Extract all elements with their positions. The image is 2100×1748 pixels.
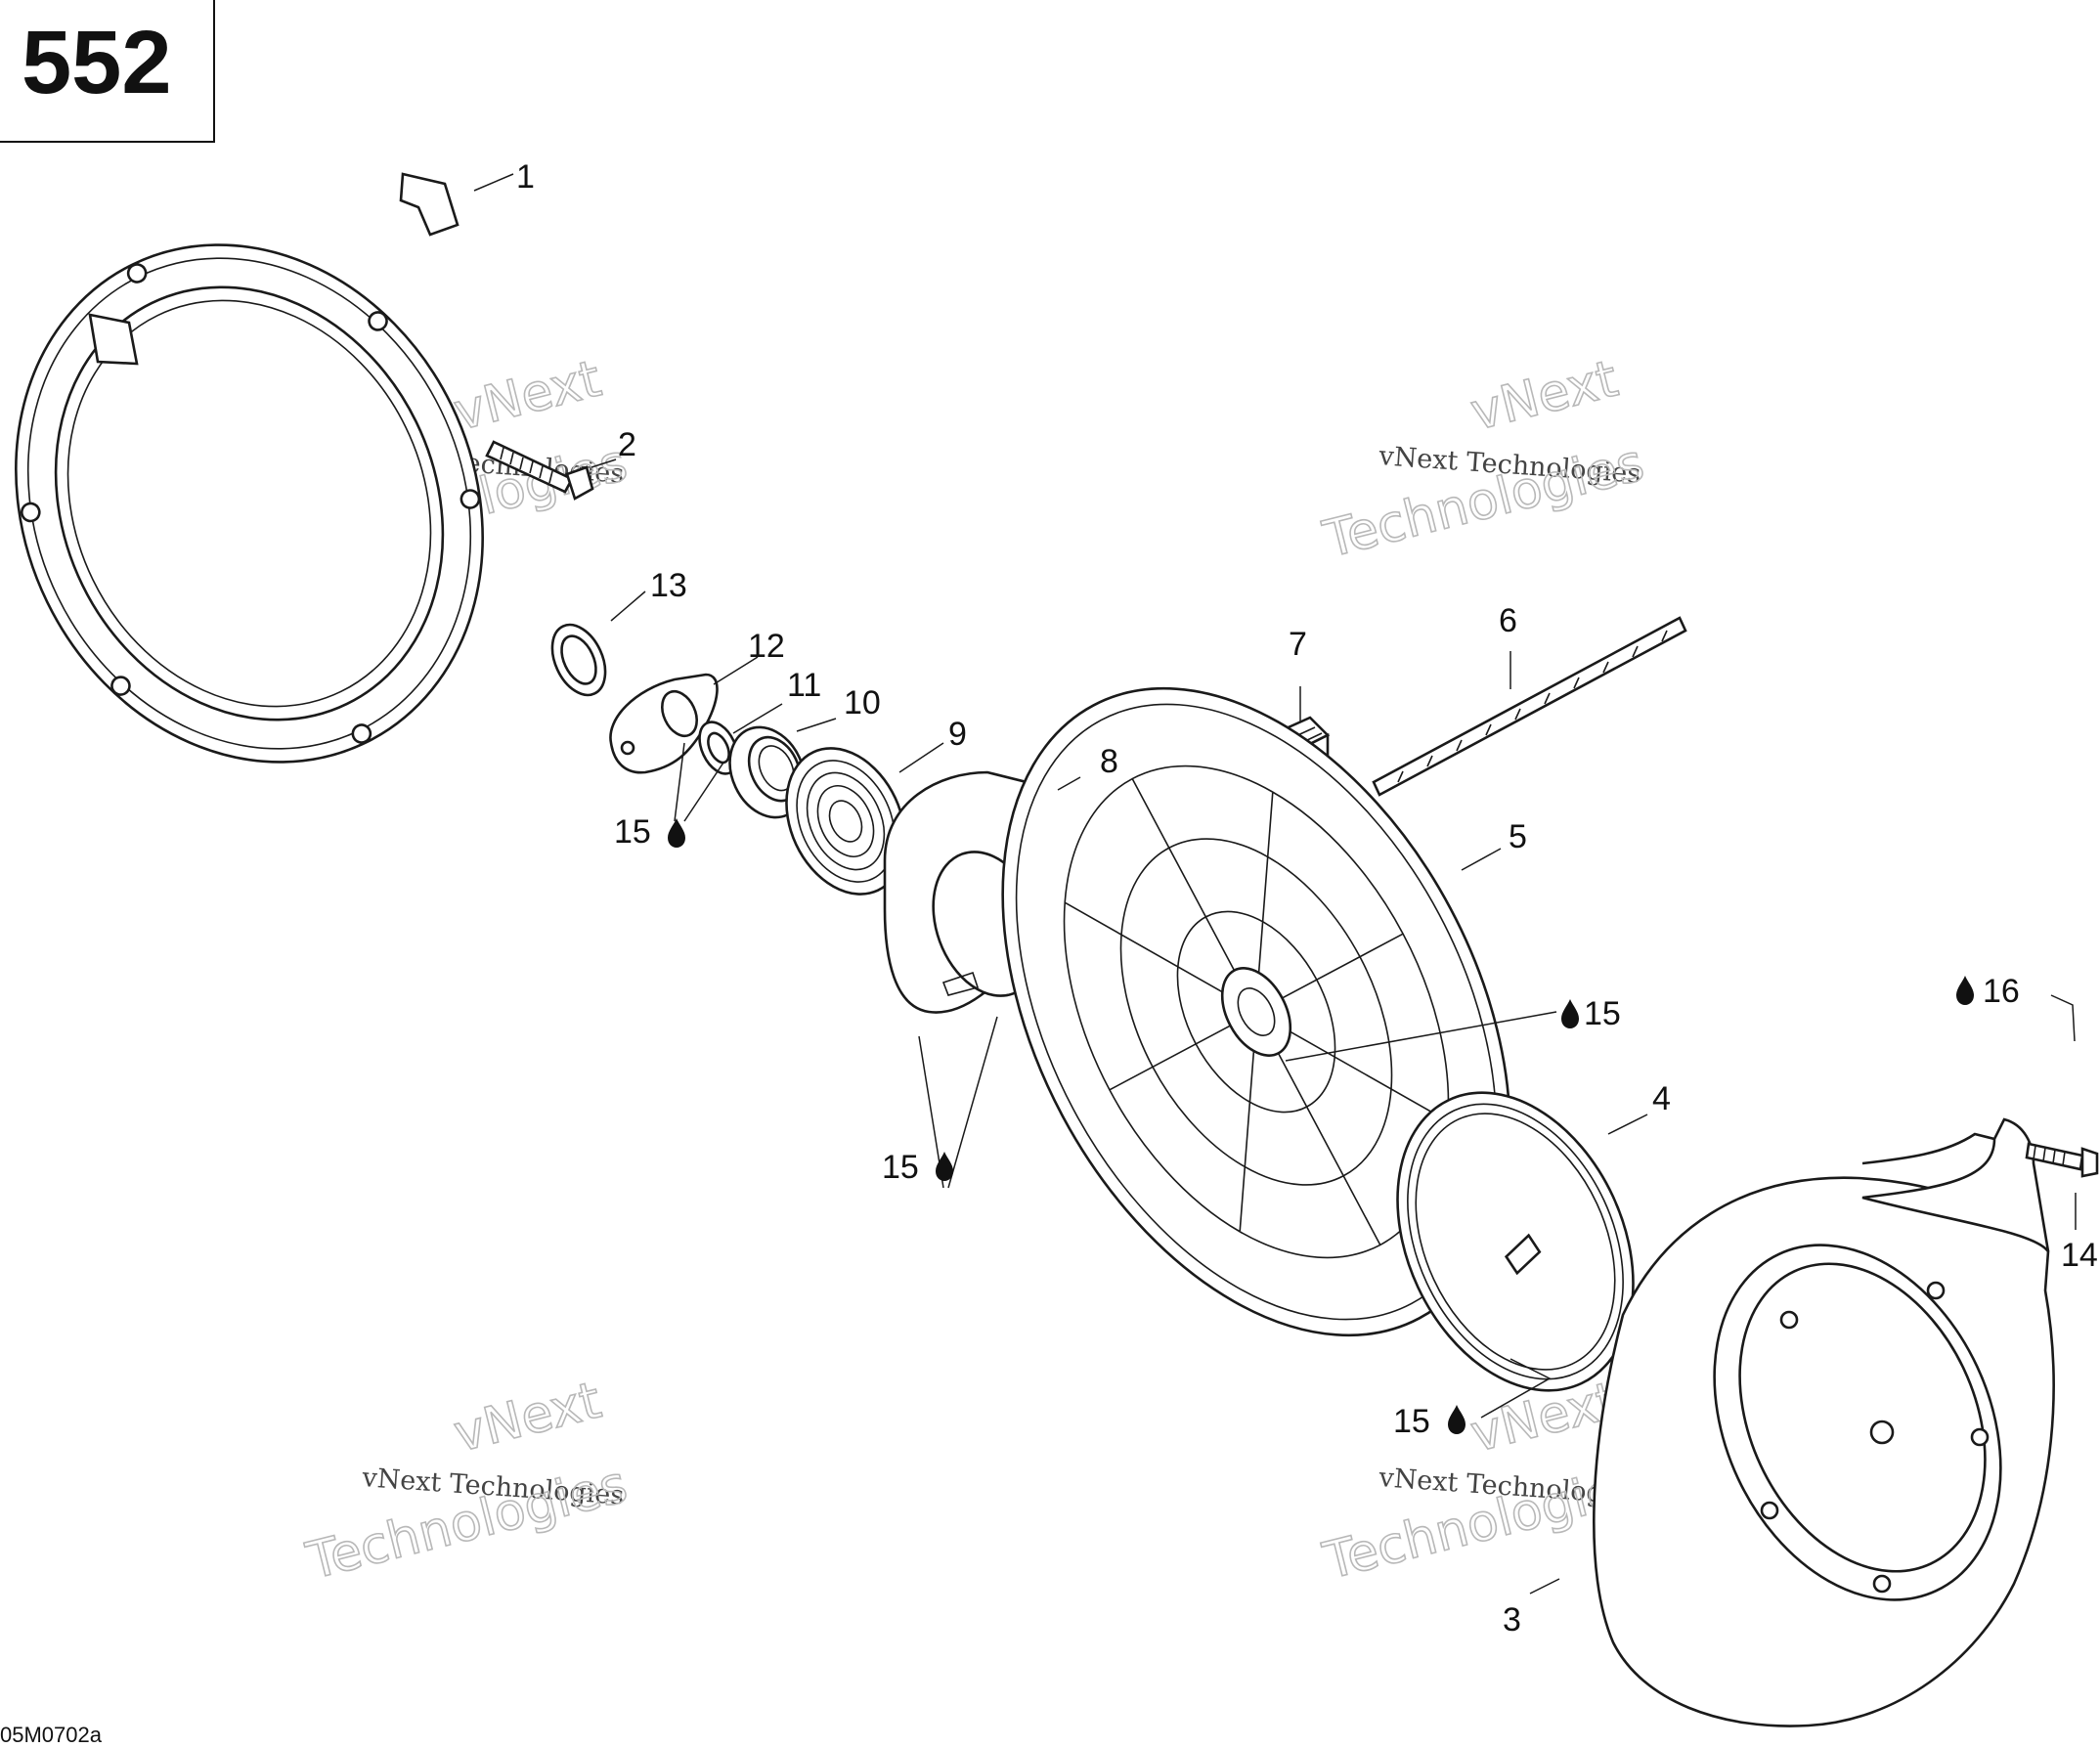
figure-code: 05M0702a <box>0 1723 102 1747</box>
callout-8: 8 <box>1100 743 1118 780</box>
part-2-bolt <box>485 440 594 501</box>
part-5-pulley <box>1001 686 1511 1337</box>
callout-15: 15 <box>1393 1403 1430 1440</box>
part-4-recoil-spring <box>1396 1091 1635 1392</box>
part-13-retaining-ring <box>550 623 607 697</box>
callout-9: 9 <box>948 716 967 753</box>
callout-15: 15 <box>882 1149 919 1186</box>
callout-16: 16 <box>1983 973 2020 1010</box>
watermark-logo-line-1: vNext <box>449 350 607 443</box>
leader-lines <box>473 173 2077 1595</box>
part-9-spring-assembly <box>785 747 906 896</box>
callout-12: 12 <box>748 628 785 665</box>
callout-4: 4 <box>1652 1080 1671 1117</box>
part-1-mounting-ring <box>15 172 484 764</box>
callout-13: 13 <box>650 567 687 604</box>
part-11-washer <box>698 721 739 775</box>
part-14-screw <box>2025 1142 2099 1178</box>
watermark-bottom-left: vNext Technologies vNext Technologies <box>300 1371 634 1593</box>
callout-7: 7 <box>1289 626 1307 663</box>
callout-labels: 1 2 3 4 5 6 7 8 9 10 11 12 13 14 16 15 1… <box>516 158 2098 1639</box>
callout-3: 3 <box>1503 1601 1521 1639</box>
oil-drop-icon <box>668 818 685 848</box>
callout-11: 11 <box>787 667 821 704</box>
part-3-housing <box>1593 1117 2055 1727</box>
part-12-plate <box>609 673 719 774</box>
page-number-box: 552 <box>0 0 215 143</box>
part-6-rope <box>1372 616 1687 797</box>
callout-5: 5 <box>1509 818 1527 855</box>
callout-15: 15 <box>1584 995 1621 1032</box>
watermark-logo-line-1: vNext <box>1466 350 1624 443</box>
callout-6: 6 <box>1499 602 1517 639</box>
watermark-top-right: vNext Technologies vNext Technologies <box>1317 349 1650 571</box>
watermark-logo-line-1: vNext <box>449 1372 607 1464</box>
oil-drop-icon <box>1561 999 1579 1028</box>
callout-1: 1 <box>516 158 535 196</box>
page-number: 552 <box>22 13 172 112</box>
oil-drop-icon <box>1448 1405 1466 1434</box>
callout-10: 10 <box>844 684 881 721</box>
oil-drop-icon <box>1956 976 1974 1005</box>
callout-2: 2 <box>618 426 636 463</box>
callout-14: 14 <box>2061 1237 2098 1274</box>
callout-15: 15 <box>614 813 651 851</box>
